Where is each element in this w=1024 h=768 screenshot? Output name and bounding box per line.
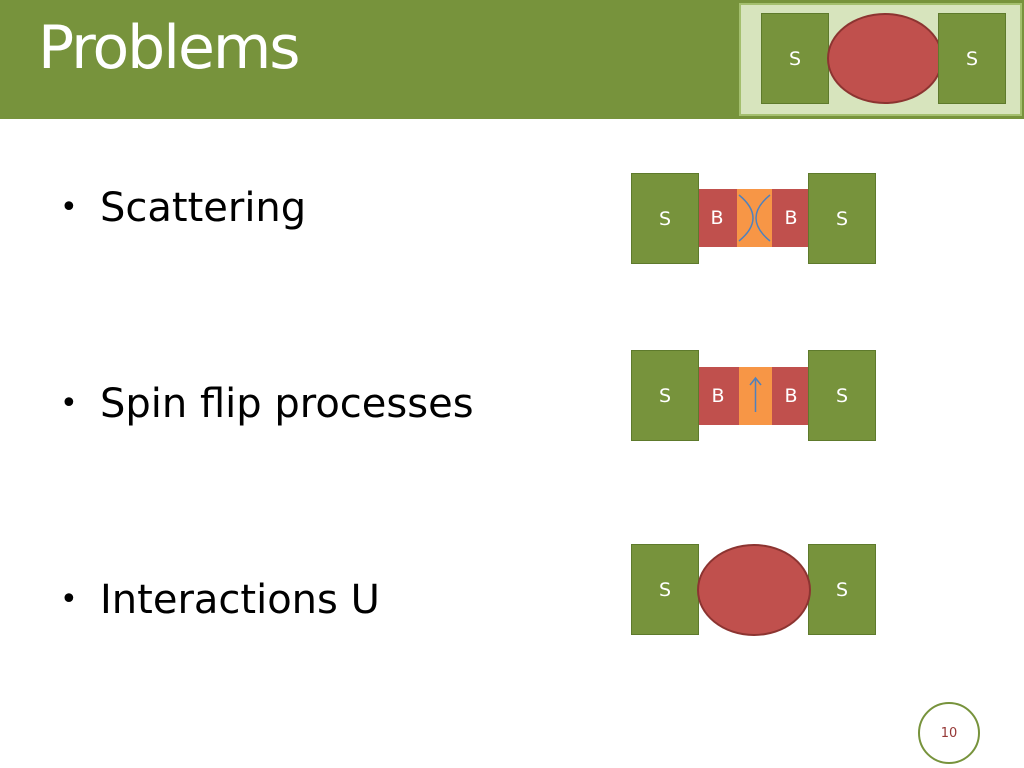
bullet-text: Spin flip processes	[100, 381, 474, 427]
scattering-arcs-icon	[738, 194, 771, 242]
left-superconductor: S	[631, 544, 699, 635]
left-superconductor: S	[631, 173, 699, 264]
right-barrier: B	[772, 367, 810, 425]
bullet-interactions: • Interactions U	[60, 580, 380, 620]
right-superconductor: S	[808, 350, 876, 441]
right-superconductor: S	[808, 544, 876, 635]
bullet-text: Interactions U	[100, 577, 380, 623]
bullet-symbol: •	[60, 190, 78, 225]
left-superconductor: S	[631, 350, 699, 441]
bullet-spin-flip: • Spin flip processes	[60, 384, 474, 424]
slide-title: Problems	[38, 13, 301, 83]
left-barrier: B	[697, 189, 737, 247]
up-arrow-icon	[749, 376, 762, 412]
page-number: 10	[940, 725, 958, 741]
left-barrier: B	[697, 367, 739, 425]
header-right-superconductor: S	[938, 13, 1006, 104]
header-left-superconductor: S	[761, 13, 829, 104]
bullet-symbol: •	[60, 582, 78, 617]
right-barrier: B	[772, 189, 810, 247]
bullet-text: Scattering	[100, 185, 307, 231]
bullet-scattering: • Scattering	[60, 188, 306, 228]
header-diagram: S S	[739, 3, 1022, 116]
title-bar: Problems S S	[0, 0, 1024, 119]
page-number-badge: 10	[918, 702, 980, 764]
header-interaction-region	[827, 13, 943, 104]
bullet-symbol: •	[60, 386, 78, 421]
right-superconductor: S	[808, 173, 876, 264]
interaction-region	[697, 544, 811, 636]
